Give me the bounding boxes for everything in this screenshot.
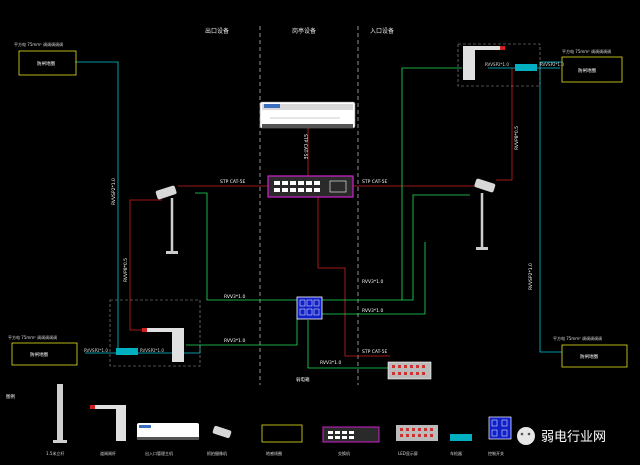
ground-loop-entry-top	[561, 56, 623, 83]
power-note-br: 平方电 75mm² 调调调调调	[553, 335, 602, 341]
control-switch-box	[296, 296, 323, 320]
cable-stp-left: STP CAT-5E	[220, 179, 245, 185]
cable-stp-bottom: STP CAT-5E	[362, 349, 387, 355]
led-display	[387, 361, 432, 380]
cable-stp-vertical: STP CAT-5E	[302, 134, 308, 159]
legend-item-host: 出入口管理主机	[145, 450, 173, 456]
wire-green-mid-right	[322, 242, 426, 315]
cable-rvvsp-bl: RVVSP2*1.0	[84, 348, 108, 353]
barrier-exit-zone	[109, 299, 201, 367]
legend-title: 图例	[6, 393, 15, 400]
barrier-exit	[142, 328, 184, 362]
barrier-entry-zone	[457, 43, 541, 87]
section-entry-label: 入口设备	[370, 27, 394, 35]
legend-item-pole: 1.5米立杆	[46, 450, 64, 456]
legend-pole-icon	[53, 384, 67, 443]
cable-rvv-bottom: RVV3*1.0	[320, 360, 341, 366]
cable-rvv-low-left: RVV3*1.0	[224, 338, 245, 344]
wire-cyan-right	[539, 61, 562, 353]
cable-rvv-mid-left: RVV3*1.0	[224, 294, 245, 300]
legend-item-switch: 交换机	[338, 450, 350, 456]
legend-item-camera: 抓拍摄像机	[207, 450, 227, 456]
camera-exit	[155, 185, 178, 254]
cable-rvvp-left: RVVP8*0.5	[123, 258, 129, 282]
camera-entry	[474, 178, 496, 250]
legend-loop-icon	[261, 424, 303, 443]
network-switch	[267, 175, 354, 198]
watermark-text: 弱电行业网	[541, 430, 606, 445]
ground-loop-entry-bottom	[561, 344, 628, 368]
legend-detector-icon	[450, 434, 472, 441]
legend-item-detector: 车检器	[450, 450, 462, 456]
wechat-icon	[517, 427, 535, 445]
ground-loop-exit-label: 防闸地圈	[37, 60, 55, 67]
cable-rvvsp-right: RVVSP2*1.0	[528, 263, 534, 290]
cable-rvvsp-tr: RVVSP2*1.0	[485, 62, 509, 67]
legend-host-icon	[137, 423, 199, 440]
legend-item-loop: 地感线圈	[266, 450, 282, 456]
wire-green-top-right	[401, 67, 462, 300]
legend-camera-icon	[212, 425, 232, 439]
wire-green-cam-left	[195, 192, 297, 301]
barrier-entry	[463, 46, 505, 80]
ground-loop-left-label: 防闸地圈	[30, 351, 48, 358]
ground-loop-exit	[18, 50, 77, 76]
cable-rvv-low-right: RVV3*1.0	[362, 308, 383, 314]
cable-rvvsp-tr2: RVVSP2*1.0	[540, 62, 564, 67]
legend-item-control: 控制开关	[488, 450, 504, 456]
cable-rvvsp-left: RVVSP2*1.0	[111, 178, 117, 205]
vehicle-detector-exit	[116, 348, 138, 355]
power-note-tr: 平方电 75mm² 调调调调调	[562, 48, 611, 54]
cable-rvvsp-bl2: RVVSP2*1.0	[140, 348, 164, 353]
section-exit-label: 出口设备	[205, 27, 229, 35]
wire-red-left	[129, 199, 162, 331]
ground-loop-entry-top-label: 防闸地圈	[578, 67, 596, 74]
legend-item-barrier: 道闸闸杆	[100, 450, 116, 456]
wire-green-bottom	[307, 320, 390, 369]
wire-green-bar-left	[186, 318, 298, 346]
legend-control-icon	[488, 416, 512, 440]
cable-stp-right: STP CAT-5E	[362, 179, 387, 185]
wire-green-cam-right	[322, 194, 470, 301]
section-booth-label: 岗亭设备	[292, 27, 316, 35]
vehicle-detector-entry	[515, 64, 537, 71]
cable-rvv-mid-right: RVV3*1.0	[362, 279, 383, 285]
ground-loop-entry-bottom-label: 防闸地圈	[580, 353, 598, 360]
legend-led-icon	[396, 425, 438, 441]
legend-switch-icon	[322, 426, 380, 443]
power-note-tl: 平方电 75mm² 调调调调调	[14, 41, 63, 47]
power-note-bl: 平方电 75mm² 调调调调调	[8, 334, 57, 340]
legend-barrier-icon	[90, 405, 126, 441]
cable-rvvp-right: RVVP8*0.5	[514, 126, 520, 150]
booth-power-label: 弱电箱	[296, 376, 310, 383]
ground-loop-left	[11, 342, 78, 366]
watermark: 弱电行业网	[517, 427, 606, 445]
wire-red-led	[317, 197, 390, 357]
legend-item-led: LED显示屏	[398, 450, 418, 456]
wire-cyan-left	[75, 61, 119, 350]
management-host	[259, 101, 356, 129]
wire-red-right	[496, 68, 513, 181]
